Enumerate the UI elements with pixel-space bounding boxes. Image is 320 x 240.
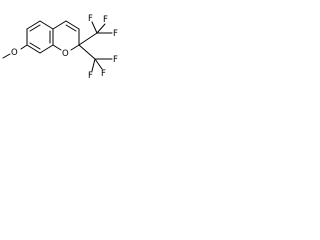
fluorine-lower-mid-label: F <box>101 69 106 79</box>
bond-cf3-lower-f-mid <box>94 58 103 70</box>
bond-c8-c4a <box>26 20 41 30</box>
bond-c4a-c4 <box>52 20 67 30</box>
bond-c2-cf3-lower <box>78 44 96 60</box>
fluorine-lower-left-label: F <box>88 71 93 80</box>
bond-c2-o1 <box>70 44 80 51</box>
bond-c5-c7 <box>26 44 41 54</box>
bond-c4-c3-double <box>65 24 77 32</box>
methoxy-oxygen-label: O <box>11 48 18 58</box>
bond-inner-1 <box>29 24 41 32</box>
chemical-structure: O O F F F F F F <box>0 0 145 80</box>
bond-cf3-upper-f-left <box>91 21 98 34</box>
bond-o-c7 <box>20 44 28 50</box>
bond-c4a-c8a <box>39 20 54 30</box>
bond-c4-c3 <box>65 20 80 30</box>
fluorine-upper-right-label: F <box>113 29 118 39</box>
bond-cf3-upper-f-mid <box>96 23 106 34</box>
bond-o1-c8a <box>52 44 62 51</box>
fluorine-upper-left-label: F <box>88 14 93 24</box>
bond-methyl-o <box>2 53 11 59</box>
bond-cf3-lower-f-left <box>91 58 96 72</box>
fluorine-lower-right-label: F <box>113 55 118 65</box>
fluorine-upper-mid-label: F <box>103 15 108 25</box>
bond-inner-3 <box>29 42 41 50</box>
ring-oxygen-label: O <box>62 49 69 59</box>
molecule-drawing: O O F F F F F F <box>2 14 118 80</box>
bond-c2-cf3-upper <box>78 32 98 46</box>
bond-c6-c5 <box>39 44 54 54</box>
